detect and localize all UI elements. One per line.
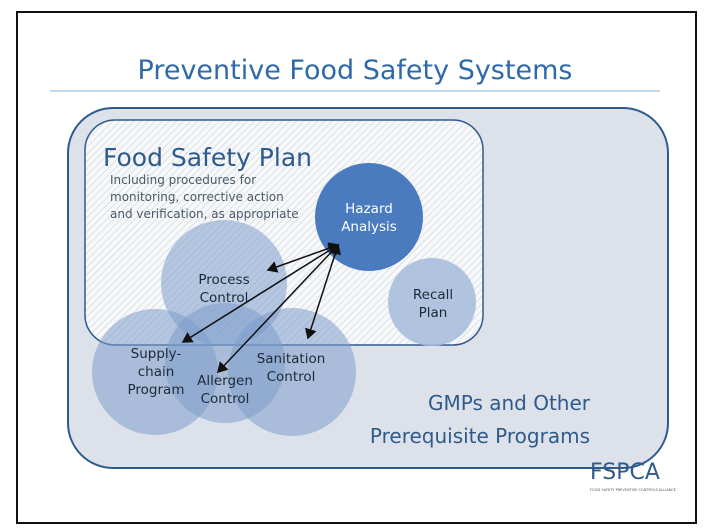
gmp-label-2: Prerequisite Programs [370, 424, 590, 448]
supply-line2: chain [138, 364, 175, 380]
supply-line3: Program [128, 382, 185, 398]
supply-line1: Supply- [131, 346, 182, 362]
sanitation-line2: Control [267, 369, 316, 385]
fspca-logo: FSPCA FOOD SAFETY PREVENTIVE CONTROLS AL… [590, 460, 676, 492]
allergen-line2: Control [201, 391, 250, 407]
process-line1: Process [198, 272, 249, 288]
allergen-line1: Allergen [197, 373, 253, 389]
page-title: Preventive Food Safety Systems [138, 55, 573, 86]
recall-line2: Plan [419, 305, 448, 321]
logo-subtitle: FOOD SAFETY PREVENTIVE CONTROLS ALLIANCE [590, 488, 676, 492]
plan-desc-2: monitoring, corrective action [110, 190, 284, 204]
hazard-line2: Analysis [341, 219, 397, 235]
gmp-label-1: GMPs and Other [428, 391, 591, 415]
plan-title: Food Safety Plan [103, 143, 312, 172]
sanitation-line1: Sanitation [257, 351, 326, 367]
plan-desc-3: and verification, as appropriate [110, 207, 299, 221]
plan-desc-1: Including procedures for [110, 173, 256, 187]
arrow-to-sanitation-control [305, 243, 341, 340]
hazard-line1: Hazard [345, 201, 393, 217]
logo-text: FSPCA [590, 460, 660, 485]
recall-plan-circle [388, 258, 476, 346]
recall-line1: Recall [413, 287, 453, 303]
hazard-analysis-circle [315, 163, 423, 271]
process-line2: Control [200, 290, 249, 306]
